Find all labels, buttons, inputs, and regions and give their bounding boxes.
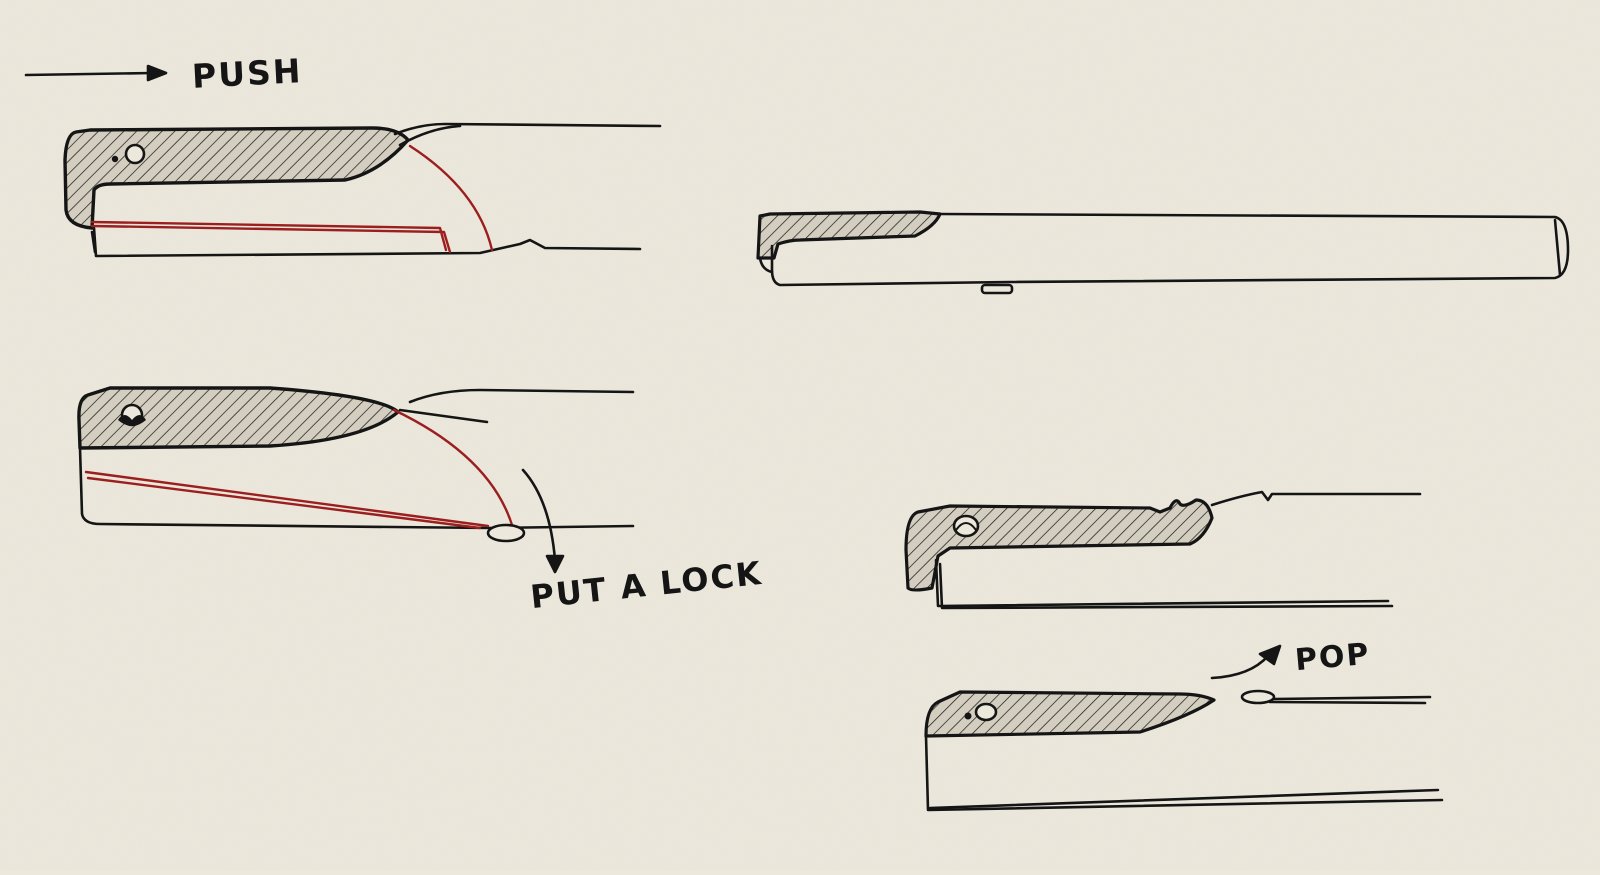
hatched-head (77, 386, 400, 450)
base-line (938, 562, 1394, 610)
body-outline (924, 734, 1444, 812)
down-curved-arrow-icon (521, 468, 565, 574)
rivet (124, 143, 146, 165)
sketch-pop (924, 644, 1444, 812)
push-label: PUSH (191, 51, 304, 96)
base-line (92, 226, 642, 258)
body-outline (770, 212, 1570, 287)
handle-top (393, 122, 662, 136)
body-outline (78, 446, 635, 530)
lock-nub (486, 523, 526, 543)
pop-label: POP (1293, 636, 1372, 679)
hatched-head (904, 498, 1214, 592)
foot-nub (980, 283, 1014, 295)
handle-top (408, 388, 635, 404)
red-mechanism (84, 408, 514, 530)
pop-nub (1240, 689, 1276, 705)
sketch-closed (756, 210, 1570, 295)
sketch-push (24, 64, 662, 258)
sketch-lock (77, 386, 635, 574)
handle-top (1210, 490, 1422, 507)
hatched-head (756, 210, 942, 260)
handle-top (1272, 695, 1432, 701)
rivet (974, 702, 998, 722)
hatched-head (924, 690, 1216, 738)
hatched-head (63, 126, 410, 230)
sketch-open (904, 490, 1422, 610)
rivet (952, 514, 980, 538)
up-curved-arrow-icon (1210, 644, 1282, 680)
red-mechanism (90, 144, 494, 254)
right-arrow-icon (24, 64, 168, 82)
